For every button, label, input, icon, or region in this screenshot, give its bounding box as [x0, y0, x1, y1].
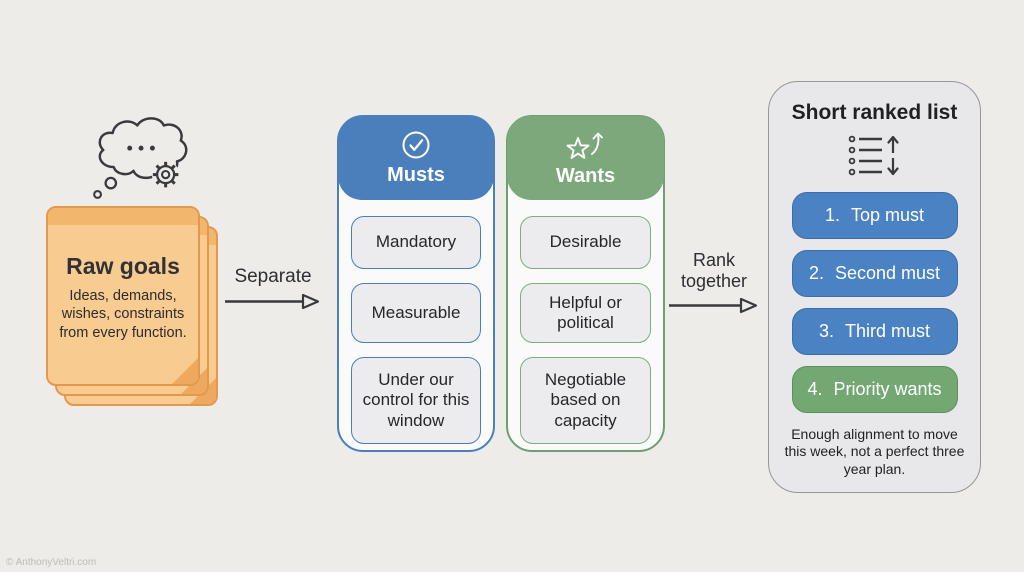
wants-header: Wants [507, 116, 664, 200]
rank-together-step: Rank together [668, 250, 760, 314]
wants-title: Wants [555, 165, 616, 187]
musts-column: Musts Mandatory Measurable Under our con… [337, 115, 495, 452]
thought-bubble-gear-icon [90, 112, 194, 206]
rank-number: 1. [824, 205, 840, 225]
must-item: Mandatory [351, 216, 481, 269]
rank-number: 3. [818, 321, 834, 341]
ranked-item-4: 4. Priority wants [791, 366, 958, 413]
wants-column: Wants Desirable Helpful or political Neg… [506, 115, 665, 452]
check-circle-icon [402, 131, 430, 159]
rank-label: Third must [844, 321, 931, 341]
must-item: Measurable [351, 283, 481, 343]
sticky-note-front: Raw goals Ideas, demands, wishes, constr… [46, 206, 200, 386]
ranked-item-3: 3. Third must [791, 308, 958, 355]
musts-header: Musts [338, 116, 494, 200]
raw-goals-title: Raw goals [66, 253, 180, 279]
right-arrow-icon [669, 298, 758, 314]
rank-number: 2. [808, 263, 824, 283]
want-item: Negotiable based on capacity [520, 357, 651, 444]
note-fold [172, 358, 198, 384]
rank-label: Priority wants [833, 379, 942, 399]
raw-goals-note-stack: Raw goals Ideas, demands, wishes, constr… [46, 206, 222, 408]
separate-step: Separate [224, 266, 322, 310]
sortable-list-icon [848, 135, 899, 176]
watermark: © AnthonyVeltri.com [6, 557, 97, 568]
raw-goals-description: Ideas, demands, wishes, constraints from… [59, 288, 187, 341]
ranked-list-title: Short ranked list [791, 101, 958, 124]
must-item: Under our control for this window [351, 357, 481, 444]
rank-label: Second must [834, 263, 941, 283]
musts-title: Musts [387, 164, 445, 186]
want-item: Helpful or political [520, 283, 651, 343]
ranked-item-2: 2. Second must [791, 250, 958, 297]
want-item: Desirable [520, 216, 651, 269]
separate-label: Separate [234, 266, 312, 287]
rank-label: Top must [850, 205, 925, 225]
rank-together-label: Rank together [680, 250, 748, 292]
star-rising-arrow-icon [566, 132, 603, 159]
rank-number: 4. [807, 379, 823, 399]
ranked-list-note: Enough alignment to move this week, not … [784, 426, 965, 477]
note-band [48, 208, 198, 225]
short-ranked-list-panel: Short ranked list 1. Top must 2. [768, 81, 981, 493]
ranked-item-1: 1. Top must [791, 192, 958, 239]
right-arrow-icon [225, 294, 320, 310]
